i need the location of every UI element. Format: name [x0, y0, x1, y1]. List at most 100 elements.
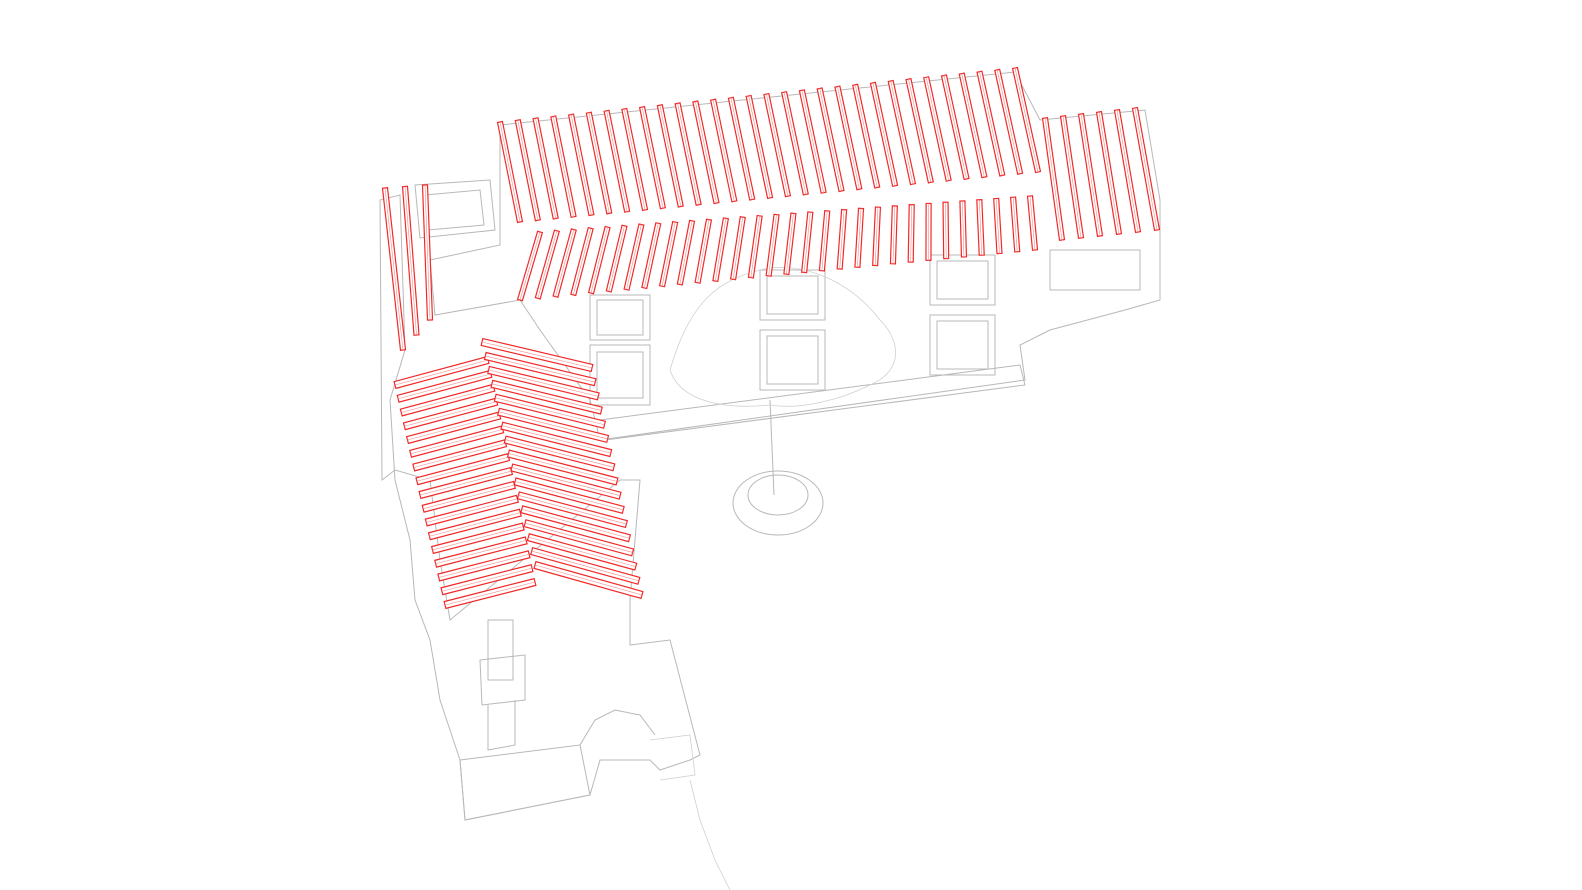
rafter-centerline — [945, 202, 947, 259]
rafter-centerline — [491, 383, 602, 411]
rafter-centerline — [819, 88, 842, 192]
rafter-centerline — [608, 225, 625, 292]
rafter-centerline — [410, 429, 503, 455]
rafter-centerline — [444, 581, 536, 606]
rafter-centerline — [499, 121, 521, 223]
rafter-centerline — [524, 522, 633, 553]
rafter-centerline — [715, 218, 727, 282]
rafter-centerline — [606, 110, 628, 212]
rafter-centerline — [995, 198, 1000, 254]
rafter-centerline — [521, 508, 630, 539]
rafter-centerline — [424, 184, 431, 321]
rafter-centerline — [890, 80, 914, 185]
tree-planter-inner — [747, 474, 809, 516]
rafter-centerline — [435, 540, 527, 565]
rafter-centerline — [892, 205, 896, 264]
curved-roof-right-beams — [480, 337, 644, 600]
rafter-centerline — [961, 73, 985, 178]
rafter-centerline — [803, 212, 811, 273]
terrain-line — [689, 779, 731, 890]
rafter-centerline — [679, 220, 693, 285]
rafter-centerline — [979, 199, 983, 256]
rafter-centerline — [588, 112, 610, 214]
rafter-centerline — [519, 231, 541, 301]
rafter-centerline — [695, 101, 717, 204]
rafter-centerline — [1044, 117, 1063, 241]
stair-wall — [459, 744, 591, 821]
rafter-centerline — [394, 359, 489, 386]
rafter-centerline — [438, 553, 530, 578]
doorway — [487, 619, 514, 681]
rafter-centerline — [416, 456, 509, 482]
rafter-centerline — [1012, 197, 1018, 252]
rafter-centerline — [712, 99, 735, 202]
rafter-centerline — [1014, 67, 1039, 173]
rafter-centerline — [1062, 115, 1082, 239]
roof-rafters — [381, 66, 1161, 610]
rafter-centerline — [641, 107, 664, 209]
rafter-centerline — [441, 567, 533, 592]
rafter-centerline — [908, 79, 932, 183]
rafter-centerline — [570, 114, 592, 216]
rafter-centerline — [419, 470, 512, 496]
rafter-centerline — [555, 229, 575, 297]
rafter-centerline — [730, 97, 753, 200]
rafter-centerline — [423, 484, 515, 510]
rafter-centerline — [1080, 113, 1101, 237]
main-block-outline — [429, 71, 1161, 441]
rafter-centerline — [766, 94, 789, 197]
rafter-centerline — [528, 536, 636, 567]
rafter-centerline — [534, 564, 643, 596]
rafter-centerline — [432, 526, 524, 551]
rafter-centerline — [910, 204, 913, 263]
rafter-centerline — [404, 186, 417, 336]
rafter-centerline — [407, 415, 500, 441]
rafter-centerline — [837, 86, 860, 190]
rafter-centerline — [501, 425, 611, 454]
main-roof-lower-rafters — [516, 195, 1039, 302]
rafter-centerline — [401, 387, 494, 413]
rafter-centerline — [821, 210, 828, 271]
rafter-centerline — [748, 95, 771, 198]
rafter-centerline — [511, 467, 621, 496]
rafter-centerline — [962, 200, 965, 257]
tree-planter-outer — [732, 470, 824, 536]
rafter-centerline — [626, 224, 642, 290]
rafter-centerline — [398, 373, 492, 400]
main-block-base — [599, 364, 1026, 441]
rafter-centerline — [624, 108, 646, 210]
rafter-centerline — [801, 90, 824, 193]
stair-arc — [579, 709, 656, 746]
rafter-centerline — [732, 217, 744, 280]
rafter-centerline — [1116, 109, 1139, 233]
rafter-centerline — [839, 209, 845, 269]
rafter-centerline — [697, 219, 710, 283]
west-wing-rafters — [381, 184, 434, 351]
rafter-centerline — [515, 481, 624, 511]
rafter-centerline — [768, 214, 777, 276]
rafter-centerline — [572, 228, 591, 295]
rafter-centerline — [485, 355, 596, 383]
rafter-centerline — [413, 442, 506, 468]
rafter-centerline — [661, 222, 676, 287]
rafter-centerline — [384, 187, 404, 351]
rafter-centerline — [426, 498, 518, 523]
rafter-centerline — [783, 92, 807, 195]
rafter-centerline — [481, 341, 593, 369]
rafter-centerline — [429, 512, 521, 537]
rafter-centerline — [925, 77, 949, 181]
rafter-centerline — [786, 213, 794, 275]
rafter-centerline — [517, 120, 539, 221]
rafter-centerline — [518, 495, 627, 525]
rafter-centerline — [854, 84, 878, 188]
rafter-centerline — [943, 75, 967, 179]
rafter-centerline — [1098, 111, 1120, 235]
rafter-centerline — [537, 230, 558, 299]
rafter-centerline — [552, 116, 574, 217]
rafter-centerline — [488, 369, 599, 397]
rafter-centerline — [979, 71, 1003, 176]
rafter-centerline — [874, 207, 879, 266]
rafter-centerline — [659, 105, 682, 207]
east-wing-rafters — [1041, 106, 1161, 242]
